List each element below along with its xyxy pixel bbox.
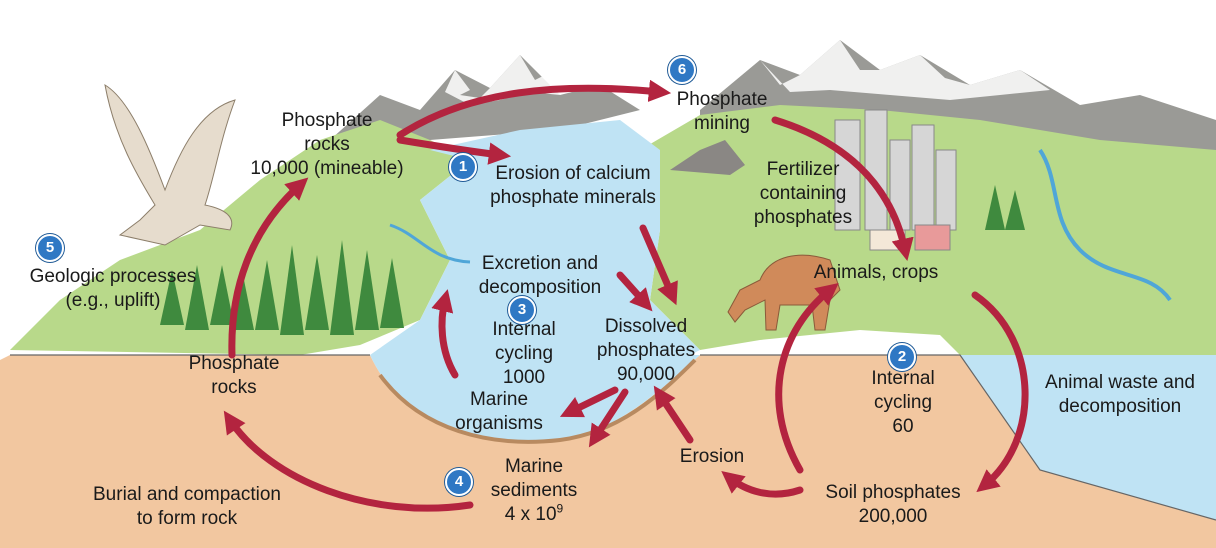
snow-left bbox=[445, 55, 560, 105]
eagle bbox=[104, 84, 236, 246]
cow bbox=[727, 254, 841, 331]
arrow-mining-to-factory bbox=[771, 116, 914, 261]
label-internal-cycling-1000: Internal cycling 1000 bbox=[492, 319, 556, 388]
arrow-soil-to-animals bbox=[775, 282, 839, 474]
label-fertilizer: Fertilizer containing phosphates bbox=[753, 159, 853, 228]
arrow-minerals-to-dissolved bbox=[639, 224, 678, 306]
label-erosion: Erosion bbox=[679, 446, 745, 467]
arrow-dissolved-to-organisms-b bbox=[588, 388, 629, 448]
label-dissolved-phosphates: Dissolved phosphates 90,000 bbox=[596, 316, 696, 385]
land-left bbox=[10, 120, 470, 355]
soil-cross-section bbox=[0, 355, 1216, 548]
step-badge-6: 6 bbox=[668, 56, 696, 84]
river-left bbox=[389, 223, 471, 264]
arrow-erosion-minerals bbox=[396, 136, 512, 165]
label-phosphate-rocks: Phosphate rocks bbox=[188, 353, 280, 398]
label-geologic-processes: Geologic processes (e.g., uplift) bbox=[29, 266, 197, 311]
label-erosion-minerals: Erosion of calcium phosphate minerals bbox=[490, 163, 656, 208]
arrow-excretion-to-dissolved bbox=[616, 271, 653, 312]
arrow-soil-to-erosion bbox=[721, 471, 804, 498]
label-marine-sediments: Marine sediments 4 x 109 bbox=[490, 456, 578, 525]
arrow-animal-waste bbox=[971, 291, 1029, 493]
step-badge-5: 5 bbox=[36, 234, 64, 262]
arrow-organisms-up bbox=[431, 289, 459, 379]
forest bbox=[160, 185, 1025, 335]
label-phosphate-mining: Phosphate mining bbox=[676, 89, 768, 134]
sediments-exponent: 9 bbox=[556, 501, 564, 516]
river-right bbox=[1038, 148, 1172, 302]
arrow-burial bbox=[223, 410, 474, 512]
snow-right bbox=[760, 40, 1050, 100]
label-internal-cycling-60: Internal cycling 60 bbox=[871, 368, 935, 437]
label-animals-crops: Animals, crops bbox=[813, 262, 939, 283]
arrow-mining bbox=[396, 79, 672, 139]
label-phosphate-rocks-mineable: Phosphate rocks 10,000 (mineable) bbox=[250, 110, 404, 179]
label-soil-phosphates: Soil phosphates 200,000 bbox=[825, 482, 961, 527]
arrow-dissolved-to-organisms-a bbox=[559, 386, 619, 418]
arrow-uplift bbox=[228, 177, 309, 359]
step-badge-4: 4 bbox=[445, 468, 473, 496]
step-badge-3: 3 bbox=[508, 296, 536, 324]
ground-outline bbox=[10, 354, 1216, 521]
rock-outcrop bbox=[670, 140, 745, 175]
fertilizer-factory bbox=[834, 109, 957, 251]
label-marine-organisms: Marine organisms bbox=[455, 389, 543, 434]
label-burial: Burial and compaction to form rock bbox=[93, 484, 281, 529]
step-badge-1: 1 bbox=[449, 153, 477, 181]
label-excretion: Excretion and decomposition bbox=[478, 253, 602, 298]
arrow-erosion-to-dissolved bbox=[653, 385, 694, 444]
label-animal-waste: Animal waste and decomposition bbox=[1045, 372, 1195, 417]
step-badge-2: 2 bbox=[888, 343, 916, 371]
cycle-arrows bbox=[223, 79, 1029, 512]
